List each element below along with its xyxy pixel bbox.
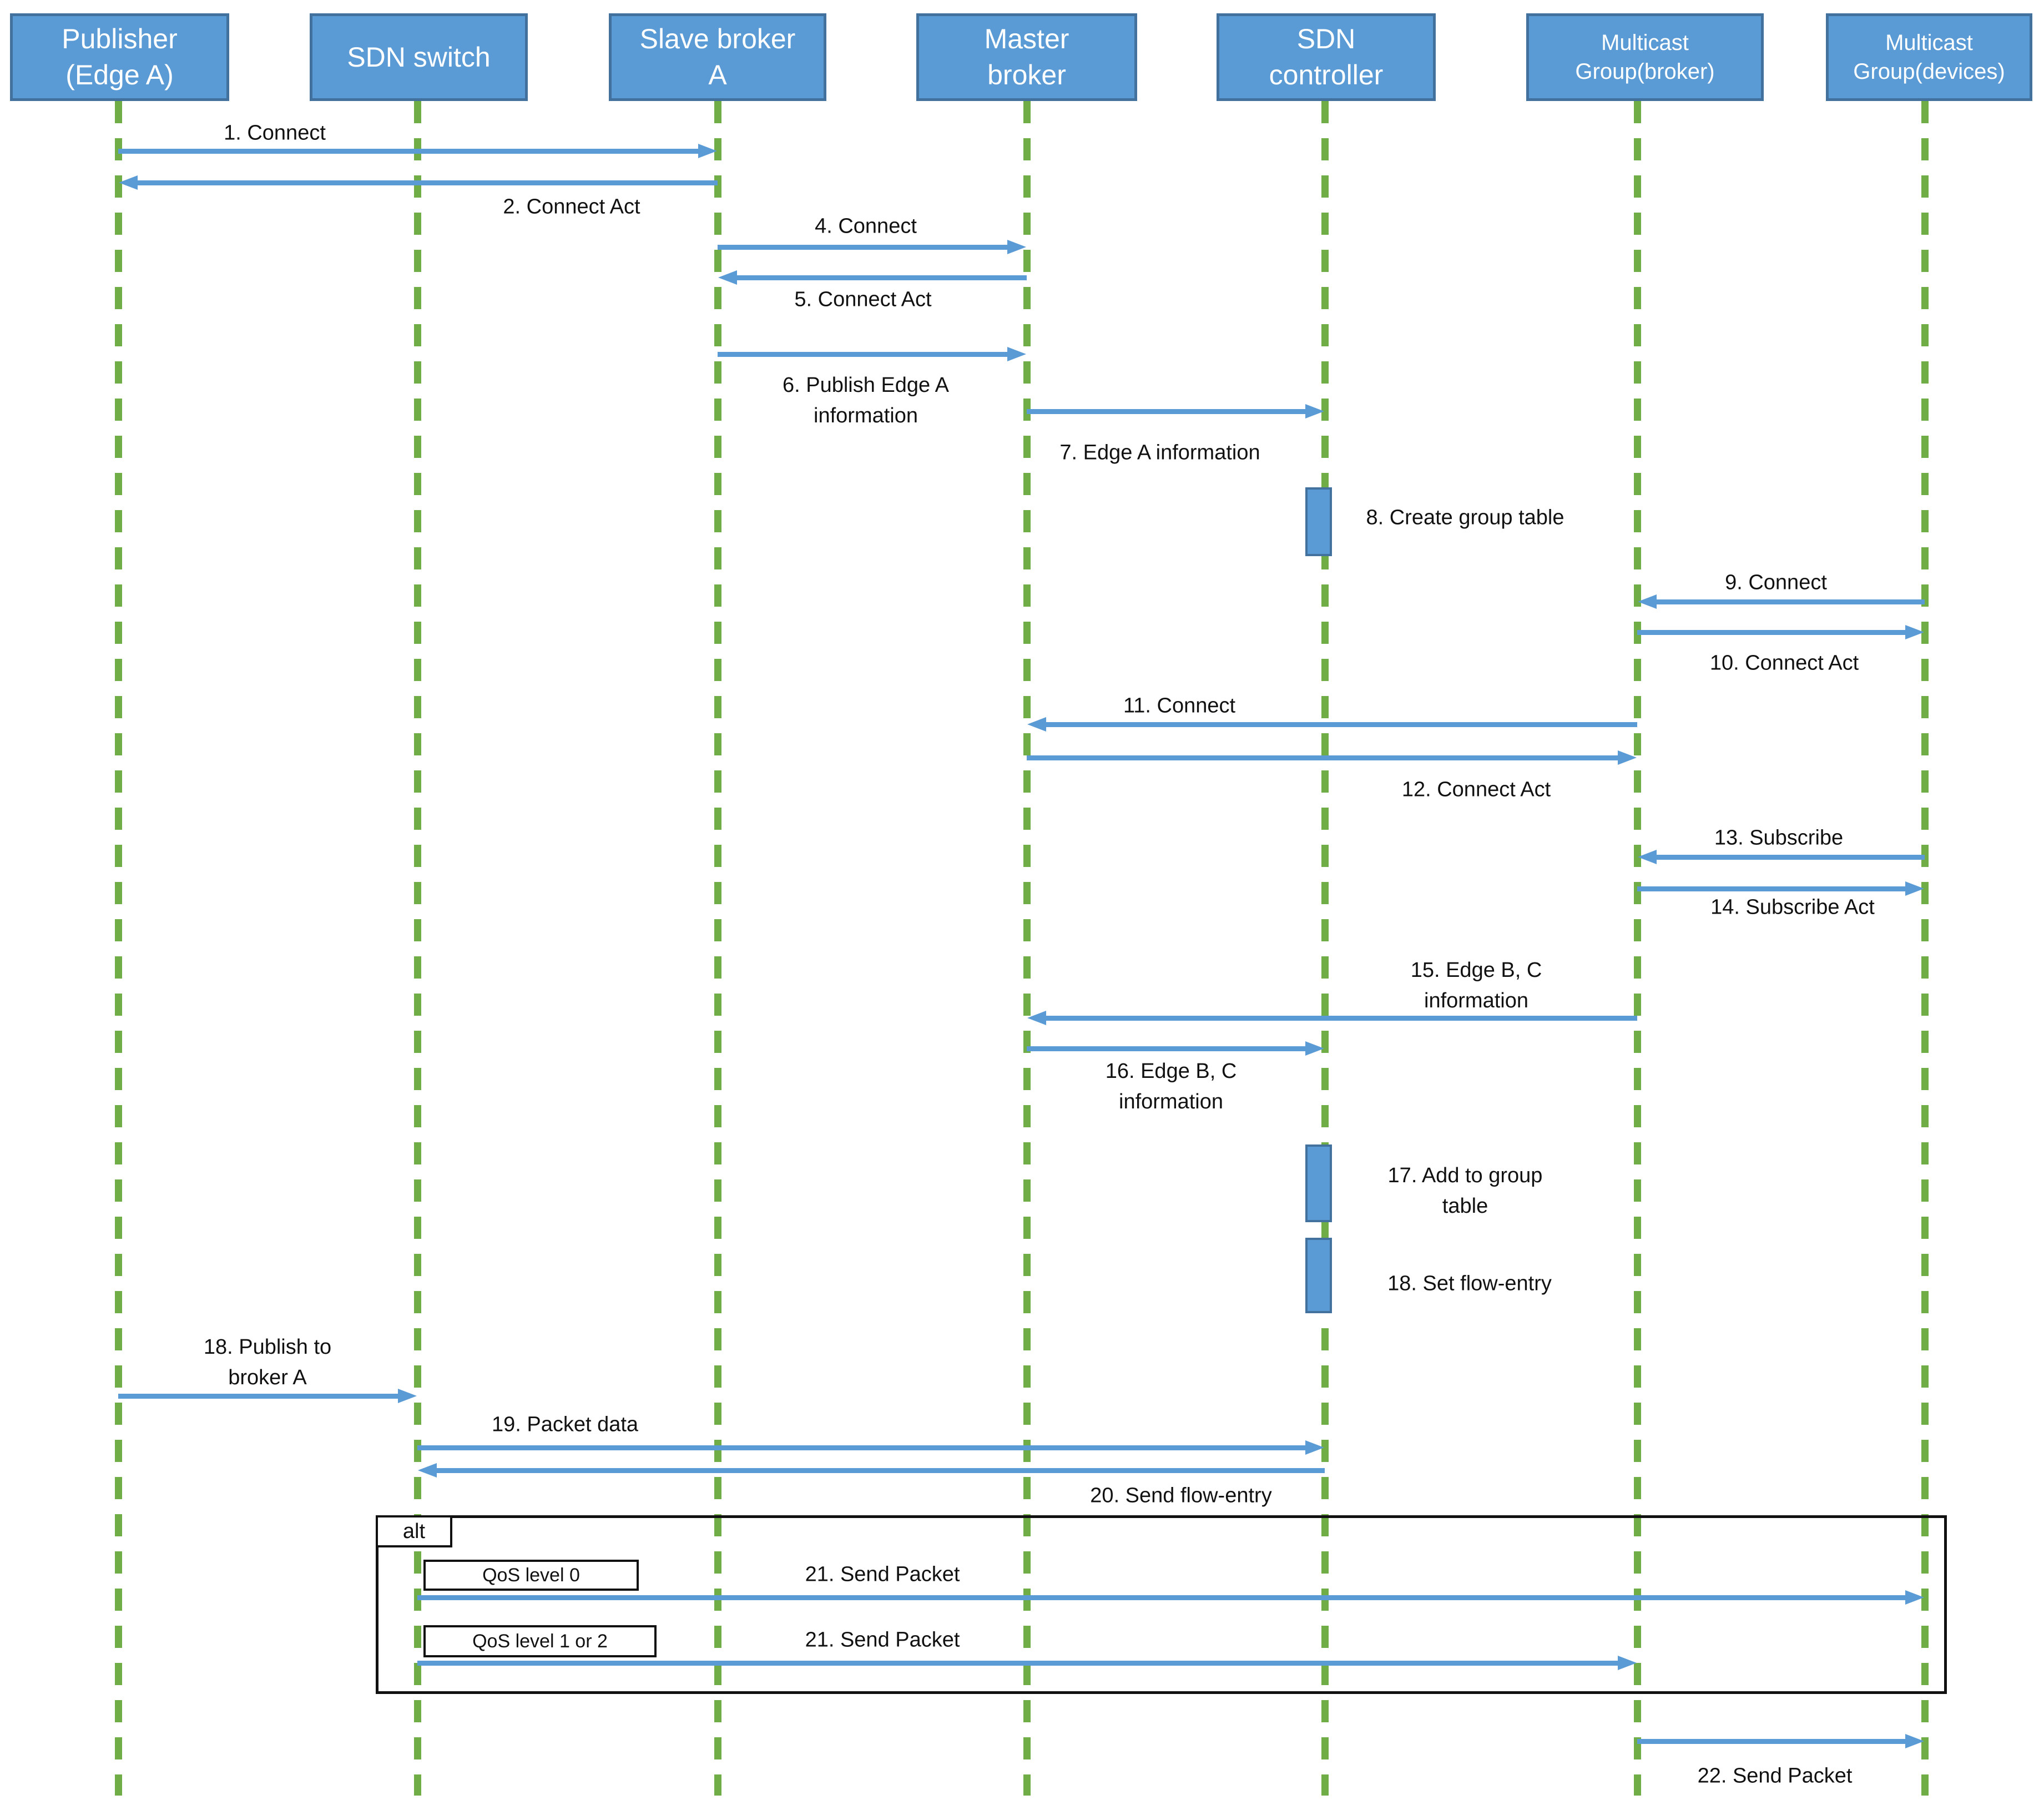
arrowhead-left-icon [1027, 1011, 1046, 1025]
lifeline-master-broker [1023, 101, 1031, 1796]
activation-bar-18 [1305, 1238, 1332, 1313]
arrowhead-right-icon [1618, 750, 1637, 765]
activation-label-8: 8. Create group table [1366, 506, 1564, 530]
lifeline-multicast-devices [1921, 101, 1929, 1796]
message-label-2: 2. Connect Act [503, 195, 640, 219]
message-arrow-21-qos12 [417, 1656, 1637, 1670]
arrowhead-left-icon [1027, 717, 1046, 732]
message-label-11: 11. Connect [1123, 694, 1236, 718]
message-arrow-5 [718, 270, 1027, 285]
actor-multicast-broker: Multicast Group(broker) [1526, 13, 1764, 101]
message-label-12: 12. Connect Act [1401, 778, 1551, 801]
actor-slave-broker-a: Slave broker A [609, 13, 826, 101]
message-label-14: 14. Subscribe Act [1710, 895, 1875, 919]
message-arrow-11 [1027, 717, 1637, 732]
message-arrow-6 [718, 347, 1026, 361]
arrowhead-left-icon [718, 270, 737, 285]
guard-qos-level-1-or-2: QoS level 1 or 2 [423, 1625, 657, 1657]
arrowhead-left-icon [418, 1463, 437, 1478]
arrowhead-right-icon [1305, 1041, 1324, 1056]
actor-publisher: Publisher (Edge A) [10, 13, 229, 101]
actor-master-broker: Master broker [916, 13, 1137, 101]
message-label-6: 6. Publish Edge A information [783, 373, 949, 427]
message-label-21-qos12: 21. Send Packet [805, 1628, 960, 1652]
message-label-18-publish: 18. Publish to broker A [203, 1335, 332, 1389]
activation-bar-8 [1305, 487, 1332, 556]
arrowhead-left-icon [1638, 594, 1657, 609]
arrowhead-right-icon [1905, 1734, 1924, 1748]
message-arrow-21-qos0 [417, 1590, 1924, 1605]
lifeline-sdn-switch [414, 101, 421, 1796]
arrowhead-right-icon [1905, 1590, 1924, 1605]
message-arrow-13 [1638, 850, 1925, 864]
message-arrow-7 [1027, 404, 1324, 419]
message-arrow-9 [1638, 594, 1925, 609]
message-label-9: 9. Connect [1725, 571, 1827, 594]
arrowhead-right-icon [698, 144, 717, 158]
message-label-10: 10. Connect Act [1709, 651, 1859, 675]
message-arrow-1 [118, 144, 717, 158]
message-label-21-qos0: 21. Send Packet [805, 1562, 960, 1586]
arrowhead-right-icon [1905, 625, 1924, 639]
message-arrow-18-publish [118, 1389, 417, 1403]
guard-qos-level-0: QoS level 0 [423, 1560, 639, 1591]
message-label-22: 22. Send Packet [1697, 1764, 1853, 1788]
message-label-7: 7. Edge A information [1059, 441, 1260, 465]
arrowhead-right-icon [1905, 881, 1924, 896]
message-arrow-22 [1637, 1734, 1924, 1748]
message-label-15: 15. Edge B, C information [1410, 958, 1542, 1012]
alt-fragment-operator-label: alt [376, 1515, 452, 1547]
message-arrow-20 [418, 1463, 1325, 1478]
message-label-19: 19. Packet data [491, 1413, 639, 1436]
message-label-16: 16. Edge B, C information [1105, 1059, 1237, 1113]
message-arrow-4 [718, 240, 1026, 254]
message-arrow-19 [417, 1440, 1324, 1455]
message-arrow-2 [119, 175, 718, 190]
arrowhead-right-icon [1618, 1656, 1637, 1670]
alt-fragment-frame [376, 1515, 1947, 1694]
lifeline-multicast-broker [1634, 101, 1641, 1796]
activation-bar-17 [1305, 1144, 1332, 1222]
arrowhead-right-icon [398, 1389, 417, 1403]
arrowhead-left-icon [119, 175, 138, 190]
lifeline-slave-broker-a [714, 101, 721, 1796]
arrowhead-right-icon [1007, 240, 1026, 254]
message-arrow-16 [1027, 1041, 1324, 1056]
activation-label-17: 17. Add to group table [1387, 1163, 1543, 1218]
message-label-20: 20. Send flow-entry [1090, 1484, 1272, 1507]
message-label-4: 4. Connect [815, 214, 917, 238]
message-arrow-14 [1637, 881, 1924, 896]
actor-sdn-switch: SDN switch [310, 13, 528, 101]
arrowhead-left-icon [1638, 850, 1657, 864]
actor-sdn-controller: SDN controller [1217, 13, 1436, 101]
activation-label-18: 18. Set flow-entry [1387, 1272, 1552, 1295]
message-arrow-10 [1637, 625, 1924, 639]
message-label-13: 13. Subscribe [1714, 826, 1844, 850]
arrowhead-right-icon [1007, 347, 1026, 361]
lifeline-publisher [115, 101, 122, 1796]
arrowhead-right-icon [1305, 404, 1324, 419]
message-label-1: 1. Connect [224, 121, 326, 145]
message-arrow-12 [1027, 750, 1637, 765]
actor-multicast-devices: Multicast Group(devices) [1826, 13, 2032, 101]
message-arrow-15 [1027, 1011, 1637, 1025]
message-label-5: 5. Connect Act [794, 288, 932, 311]
arrowhead-right-icon [1305, 1440, 1324, 1455]
